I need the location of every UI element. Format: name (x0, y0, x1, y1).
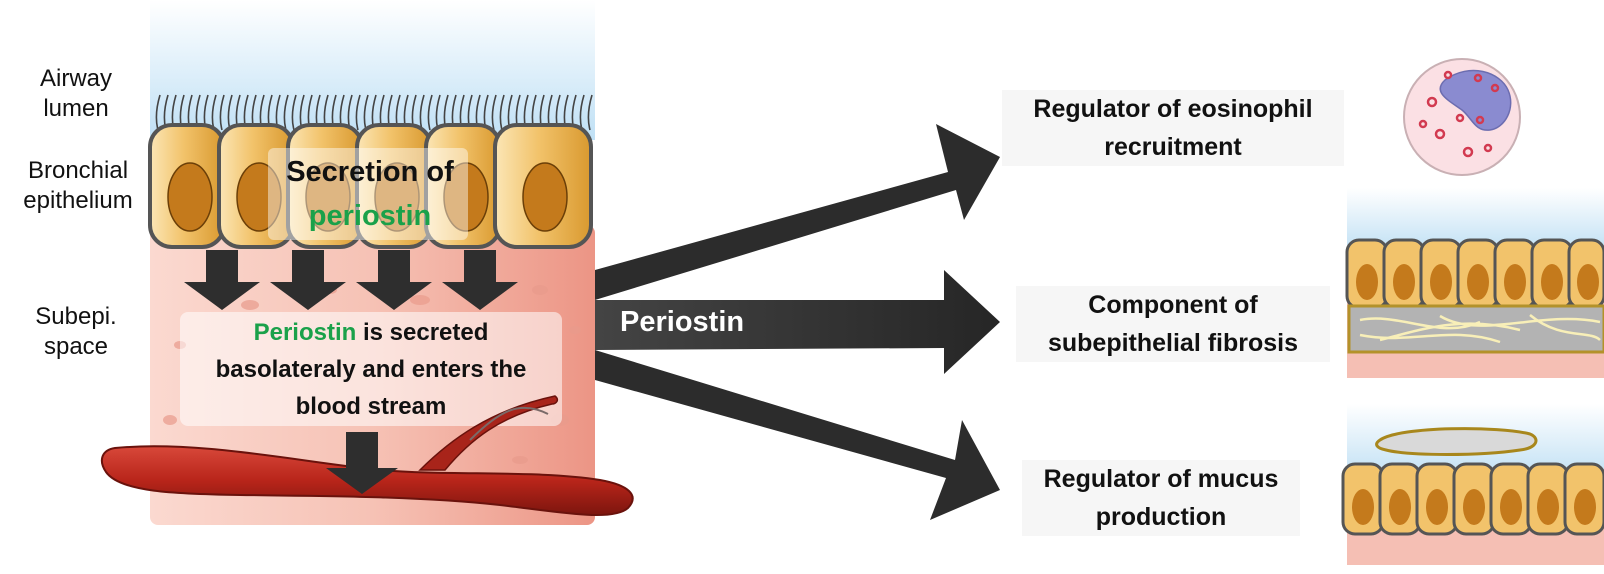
basolateral-line2: basolateraly and enters the (178, 351, 564, 388)
basolateral-line3: blood stream (178, 388, 564, 425)
main-arrow-label: Periostin (620, 306, 744, 339)
basolateral-line1: Periostin is secreted (178, 314, 564, 351)
mucus-layer-icon (1343, 404, 1604, 565)
secretion-label: Secretion of periostin (258, 150, 482, 238)
outcome-fibrosis-label: Component of subepithelial fibrosis (1016, 286, 1330, 362)
outcome-eosinophil-line1: Regulator of eosinophil (1002, 90, 1344, 128)
outcome-mucus-label: Regulator of mucus production (1022, 460, 1300, 536)
outcome-fibrosis-line2: subepithelial fibrosis (1016, 324, 1330, 362)
arrow-to-mucus (595, 350, 1000, 520)
basolateral-text: Periostin is secreted basolateraly and e… (178, 314, 564, 425)
outcome-eosinophil-line2: recruitment (1002, 128, 1344, 166)
outcome-mucus-line1: Regulator of mucus (1022, 460, 1300, 498)
periostin-word: Periostin (254, 319, 357, 346)
label-airway-lumen: Airway lumen (22, 62, 130, 126)
fibrosis-tissue-icon (1347, 188, 1604, 378)
outcome-fibrosis-line1: Component of (1016, 286, 1330, 324)
arrow-to-eosinophil (595, 124, 1000, 300)
eosinophil-cell-icon (1404, 59, 1520, 175)
outcome-eosinophil-label: Regulator of eosinophil recruitment (1002, 90, 1344, 166)
label-bronchial-epithelium: Bronchial epithelium (10, 154, 146, 218)
outcome-mucus-line2: production (1022, 498, 1300, 536)
secretion-line1: Secretion of (258, 150, 482, 194)
label-subepi-space: Subepi. space (22, 300, 130, 364)
basolateral-line1-rest: is secreted (356, 319, 488, 346)
tissue-panel (102, 0, 633, 525)
secretion-periostin: periostin (258, 194, 482, 238)
